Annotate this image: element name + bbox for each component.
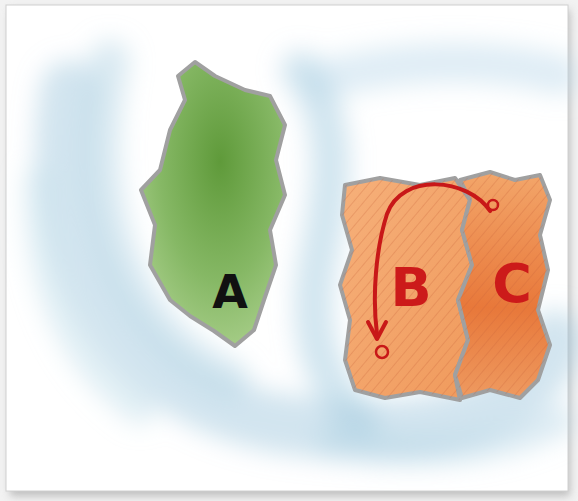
- plate-label: C: [492, 257, 532, 311]
- start-circle: [488, 200, 498, 210]
- plate-label: B: [390, 261, 431, 315]
- end-circle: [376, 346, 388, 358]
- arrow-head: [368, 322, 386, 339]
- island-region: A: [135, 50, 295, 355]
- arrow-curve: [375, 184, 490, 334]
- island-label: A: [212, 269, 248, 315]
- plate-region: B: [335, 170, 475, 405]
- plate-region: C: [450, 165, 556, 405]
